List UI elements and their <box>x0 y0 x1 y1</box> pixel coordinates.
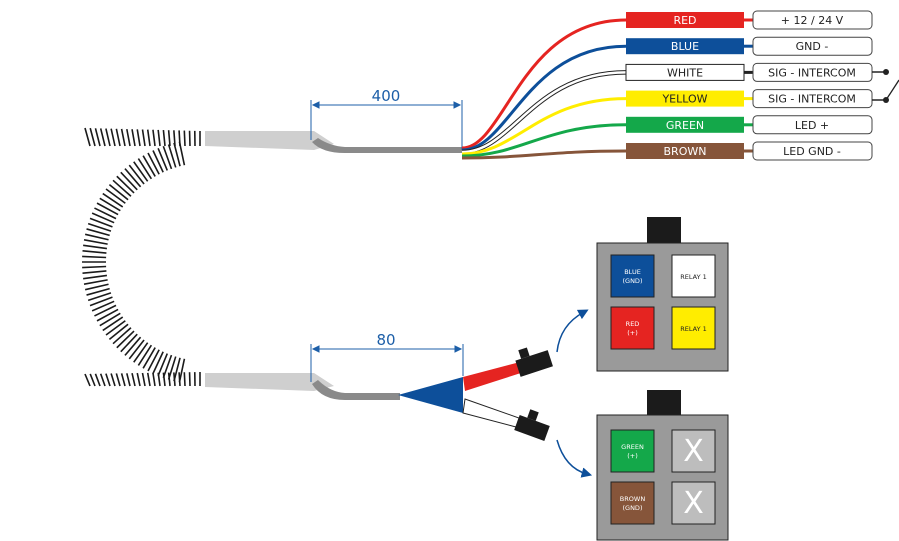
arrow-to-top-connector <box>556 309 589 353</box>
top-connector-housing: BLUE(GND) RELAY 1 RED(+) RELAY 1 <box>596 217 729 372</box>
wire-function-label: + 12 / 24 V <box>781 14 844 27</box>
top-plug <box>515 347 553 377</box>
pin-sublabel: (+) <box>627 329 638 337</box>
wire-function-box <box>752 141 873 161</box>
wire-red <box>461 18 627 150</box>
wire-color-tag <box>626 38 744 55</box>
wire-label-column: RED + 12 / 24 V BLUE GND - WHITE SIG - INTERC… <box>625 10 873 161</box>
unused-pin-mark: X <box>683 486 704 521</box>
pin-sublabel: (GND) <box>623 277 643 285</box>
wire-color-name: BROWN <box>664 145 707 158</box>
pin-label: RELAY 1 <box>680 273 707 281</box>
pin-label: GREEN <box>621 443 644 451</box>
wire-white <box>461 71 627 154</box>
wire-blue <box>461 44 627 152</box>
wire-brown <box>461 149 627 160</box>
connector-pin-cell: GREEN(+) <box>610 429 655 473</box>
bottom-dimension <box>310 344 464 382</box>
coiled-cable <box>82 127 201 387</box>
wire-function-box <box>752 36 873 56</box>
wire-row-blue: BLUE GND - <box>626 36 873 56</box>
unused-pin-mark: X <box>683 434 704 469</box>
wire-row-yellow: YELLOW SIG - INTERCOM <box>626 89 873 109</box>
wire-color-name: BLUE <box>671 40 699 53</box>
wire-color-tag <box>626 90 744 107</box>
top-cable-end <box>205 131 462 153</box>
wire-row-white: WHITE SIG - INTERCOM <box>625 62 873 82</box>
connector-pin-cell: X <box>671 429 716 473</box>
wire-function-label: GND - <box>796 40 829 53</box>
arrow-to-bottom-connector <box>556 439 593 478</box>
wire-function-box <box>752 10 873 30</box>
pin-sublabel: (GND) <box>623 504 643 512</box>
wire-color-name: YELLOW <box>661 93 707 106</box>
wire-row-green: GREEN LED + <box>626 115 873 135</box>
connector-pin-cell: BLUE(GND) <box>610 254 655 298</box>
wire-color-tag <box>626 116 744 133</box>
pin-label: RELAY 1 <box>680 325 707 333</box>
connector-pin-cell: RELAY 1 <box>671 306 716 350</box>
top-length-label: 400 <box>372 87 401 105</box>
wire-function-box <box>752 115 873 135</box>
wire-function-label: SIG - INTERCOM <box>768 93 856 106</box>
wire-function-label: LED GND - <box>783 145 841 158</box>
bottom-plug <box>514 409 550 441</box>
connector-pin-cell: BROWN(GND) <box>610 481 655 525</box>
red-wire-pair <box>463 362 524 391</box>
top-heat-shrink-sleeve <box>205 131 334 150</box>
wire-color-name: WHITE <box>667 66 703 79</box>
wire-function-box <box>752 89 873 109</box>
pin-sublabel: (+) <box>627 452 638 460</box>
wire-yellow <box>461 97 627 156</box>
bottom-connector-housing: GREEN(+) X BROWN(GND) X <box>596 390 729 541</box>
bottom-heat-shrink-sleeve <box>205 373 334 391</box>
bottom-cable-end <box>205 347 553 441</box>
wire-row-red: RED + 12 / 24 V <box>626 10 873 30</box>
connector-pin-cell: RED(+) <box>610 306 655 350</box>
connector-pin-cell: RELAY 1 <box>671 254 716 298</box>
wire-row-brown: BROWN LED GND - <box>626 141 873 161</box>
wire-function-label: SIG - INTERCOM <box>768 66 856 79</box>
wire-fanout <box>461 18 627 160</box>
wire-color-name: GREEN <box>666 119 704 132</box>
bottom-split-boot <box>398 377 463 413</box>
wire-color-tag <box>626 143 744 159</box>
connector-pin-cell: X <box>671 481 716 525</box>
top-cable-sheath <box>312 138 462 153</box>
wire-function-label: LED + <box>795 119 829 132</box>
intercom-switch <box>872 69 899 103</box>
wire-color-name: RED <box>673 14 696 27</box>
wire-color-tag <box>626 12 744 28</box>
wire-green <box>461 123 627 158</box>
pin-label: BLUE <box>624 268 641 276</box>
pin-label: RED <box>626 320 640 328</box>
top-dimension <box>310 100 463 150</box>
bottom-cable-sheath <box>312 380 400 400</box>
pin-label: BROWN <box>620 495 646 503</box>
bottom-length-label: 80 <box>376 331 395 349</box>
white-wire-pair <box>462 398 520 428</box>
